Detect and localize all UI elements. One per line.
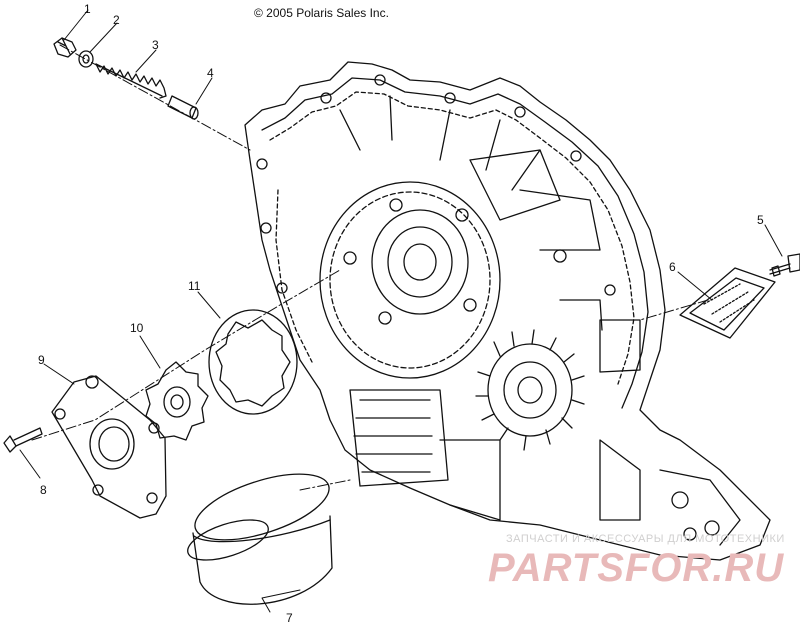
part-pump-cover [51,375,167,519]
callout-6: 6 [669,260,676,274]
part-washer [78,50,94,68]
part-inner-rotor [145,361,209,441]
part-outer-rotor [208,309,298,415]
callout-7: 7 [286,611,293,625]
callout-5: 5 [757,213,764,227]
part-plate [679,267,776,339]
callout-leaders [19,9,783,613]
callout-11: 11 [188,279,201,293]
callout-4: 4 [207,66,214,80]
part-plunger [167,95,199,120]
part-screw-8 [3,427,43,453]
callout-1: 1 [84,2,91,16]
part-cap-nut [53,37,77,58]
assembly-centerlines [31,44,709,491]
copyright-notice: © 2005 Polaris Sales Inc. [254,6,389,20]
watermark-logo: PARTSFOR.RU [488,546,785,590]
part-screw-5 [769,253,800,277]
part-spring [95,63,167,99]
crankcase-cover [244,61,771,561]
callout-2: 2 [113,13,120,27]
callout-3: 3 [152,38,159,52]
part-oil-filter [187,473,333,605]
callout-10: 10 [130,321,144,335]
callout-8: 8 [40,483,47,497]
callout-labels: 1 2 3 4 5 6 7 8 9 10 11 [38,2,764,625]
callout-9: 9 [38,353,45,367]
watermark-tagline: ЗАПЧАСТИ И АКСЕССУАРЫ ДЛЯ МОТОТЕХНИКИ [506,533,785,545]
